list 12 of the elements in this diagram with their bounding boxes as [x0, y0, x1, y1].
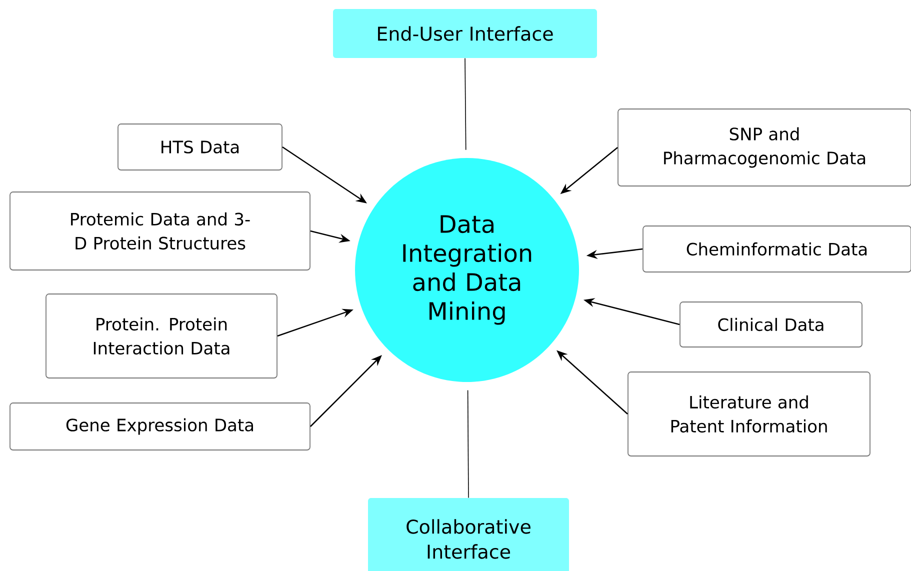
- data-source-box: Gene Expression Data: [10, 402, 310, 450]
- data-source-box: Clinical Data: [680, 302, 862, 348]
- data-source-box: Cheminformatic Data: [642, 226, 911, 272]
- data-source-box: HTS Data: [118, 124, 282, 170]
- data-source-box: SNP and Pharmacogenomic Data: [618, 108, 911, 186]
- connector-line: [464, 58, 466, 150]
- data-source-box: Protein. Protein Interaction Data: [46, 294, 278, 378]
- interface-box: Collaborative Interface: [368, 498, 569, 571]
- data-source-box: Literature and Patent Information: [628, 372, 870, 456]
- connector-line: [467, 390, 469, 498]
- interface-box: End-User Interface: [333, 9, 597, 58]
- data-source-box: Protemic Data and 3-D Protein Structures: [10, 192, 310, 270]
